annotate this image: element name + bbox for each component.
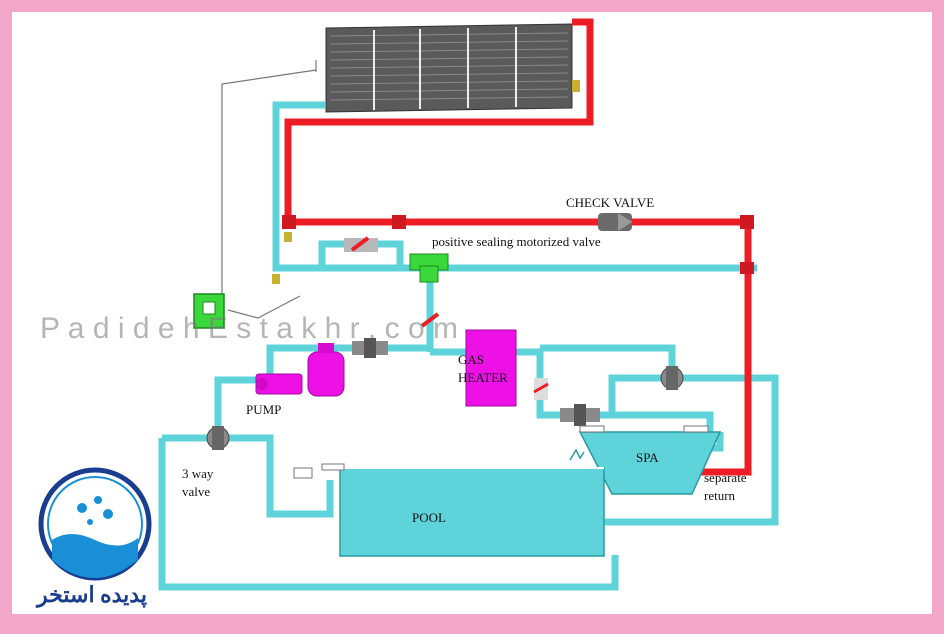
spa-valve-lower (560, 404, 600, 426)
pump (255, 373, 303, 395)
solar-controller (193, 293, 225, 329)
heater-bypass-valve (533, 378, 549, 400)
solar-collector (325, 23, 573, 113)
cold-pipes (158, 101, 779, 591)
gas-heater (465, 329, 517, 407)
spa-label: SPA (636, 450, 659, 465)
motorized-valve-label: positive sealing motorized valve (432, 234, 601, 249)
pool-label: POOL (412, 510, 446, 525)
filter-valve (352, 338, 388, 358)
riser-valve (420, 312, 440, 328)
pipe-fittings (272, 80, 754, 284)
three-way-label: 3 way (182, 466, 214, 481)
filter-tank (307, 343, 345, 397)
logo: پدیده استخر (35, 467, 152, 609)
gas-label: GAS (458, 352, 484, 367)
logo-text: پدیده استخر (35, 582, 147, 609)
check-valve-label: CHECK VALVE (566, 195, 654, 210)
check-valve (598, 213, 632, 231)
separate-label: separate (704, 470, 747, 485)
heater-label: HEATER (458, 370, 508, 385)
pool (293, 463, 605, 557)
hot-pipes (284, 18, 752, 476)
bypass-valve (344, 236, 378, 252)
return-label: return (704, 488, 736, 503)
watermark-text: P a d i d e h E s t a k h r . c o m (40, 312, 458, 345)
three-way-valve-label: valve (182, 484, 210, 499)
pump-label: PUMP (246, 402, 281, 417)
spa-valve-upper (660, 366, 684, 390)
motorized-valve (409, 253, 449, 283)
three-way-valve (206, 426, 230, 450)
